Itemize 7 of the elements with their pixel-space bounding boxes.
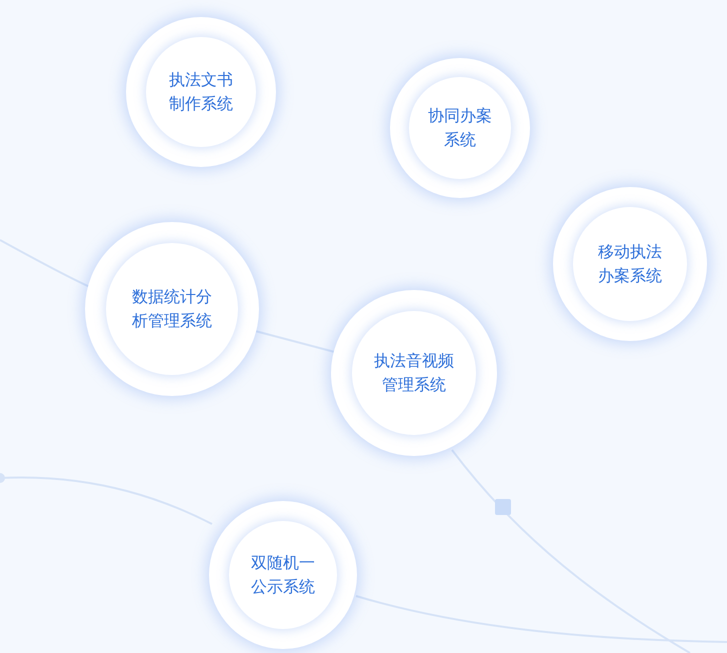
node-label: 协同办案系统 (426, 105, 493, 151)
node-label: 双随机一公示系统 (250, 552, 316, 598)
node-label: 数据统计分析管理系统 (130, 286, 213, 332)
connector-line (256, 330, 334, 353)
node-label: 移动执法办案系统 (596, 241, 663, 287)
node-label: 执法文书制作系统 (168, 69, 234, 115)
node-label: 执法音视频管理系统 (372, 350, 455, 396)
